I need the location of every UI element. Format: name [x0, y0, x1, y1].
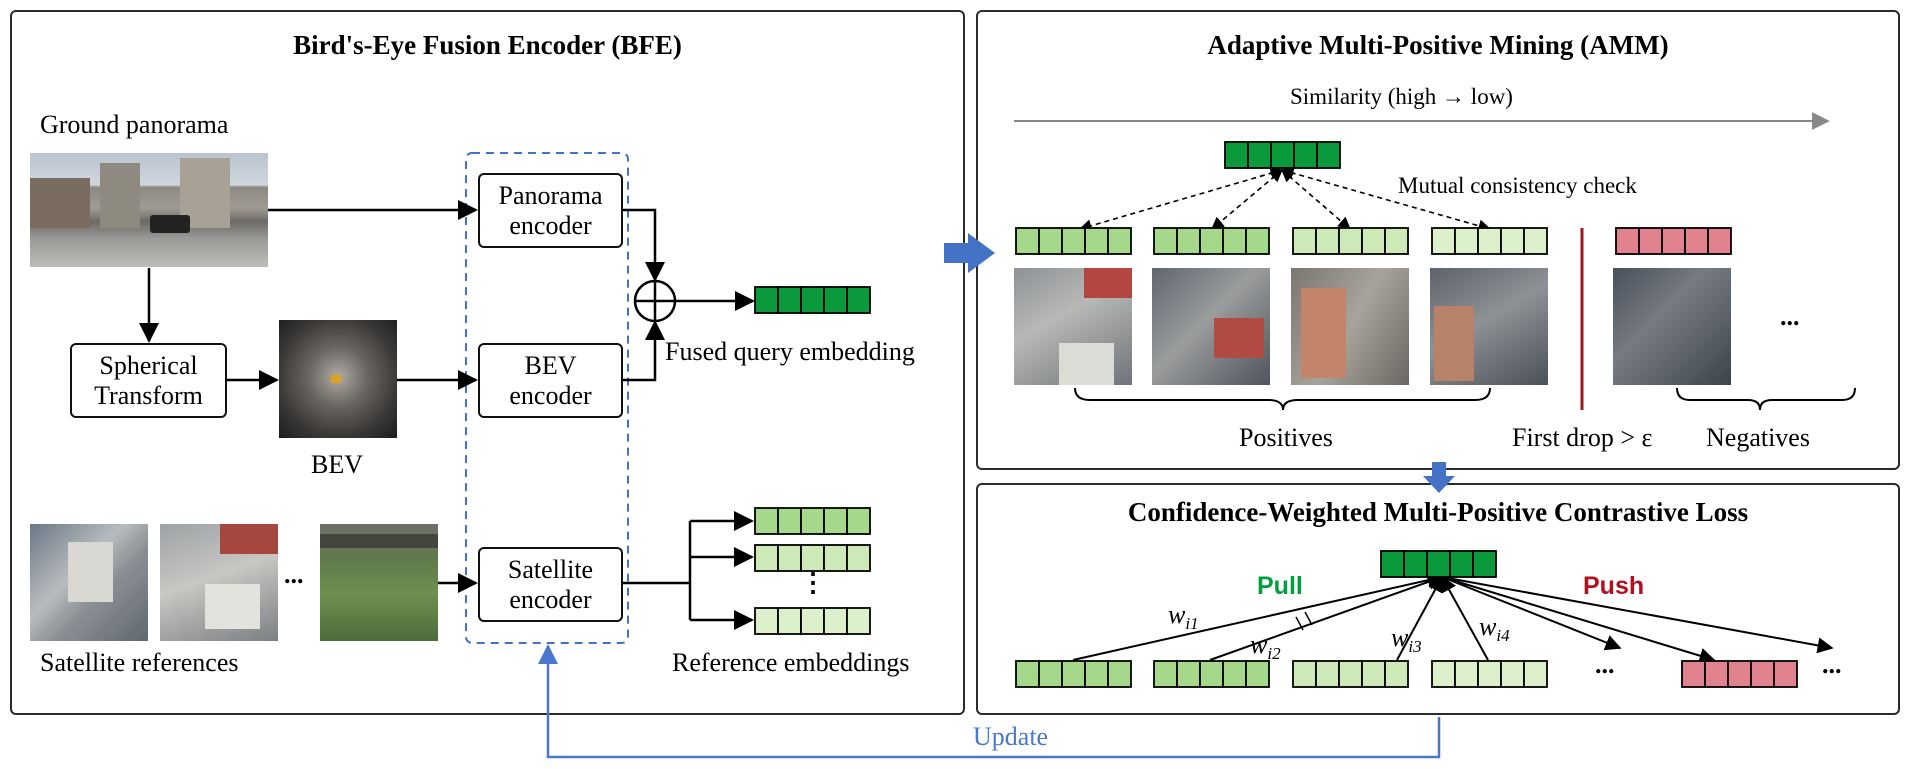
negatives-label: Negatives — [1706, 423, 1810, 452]
mutual-check-label: Mutual consistency check — [1398, 173, 1637, 198]
amm-neg-image — [1613, 268, 1731, 385]
bfe-title: Bird's-Eye Fusion Encoder (BFE) — [293, 30, 682, 60]
spherical-line2: Transform — [94, 380, 203, 410]
satellite-line2: encoder — [509, 584, 592, 614]
weight-w4: wi4 — [1479, 612, 1510, 646]
pull-label: Pull — [1257, 572, 1303, 600]
positives-label: Positives — [1239, 423, 1333, 452]
fused-query-label: Fused query embedding — [665, 337, 915, 366]
amm-sat-image-4 — [1430, 268, 1548, 385]
amm-panel — [976, 10, 1900, 470]
bev-label: BEV — [311, 450, 363, 479]
spherical-line1: Spherical — [99, 350, 198, 380]
bev-enc-line1: BEV — [524, 350, 577, 380]
amm-ellipsis: ... — [1780, 302, 1800, 331]
reference-dots: ⋮ — [800, 568, 826, 597]
loss-ellipsis-2: ... — [1822, 650, 1842, 679]
push-label: Push — [1583, 572, 1645, 600]
amm-sat-image-2 — [1152, 268, 1270, 385]
reference-embeddings-label: Reference embeddings — [672, 648, 910, 677]
ground-panorama-image — [30, 153, 268, 267]
loss-ellipsis-1: ... — [1595, 650, 1615, 679]
weight-w3: wi3 — [1391, 623, 1422, 657]
weight-w1: wi1 — [1168, 600, 1199, 634]
panorama-line1: Panorama — [498, 180, 603, 210]
satellite-references-label: Satellite references — [40, 648, 239, 677]
amm-sat-image-1 — [1014, 268, 1132, 385]
weight-w2: wi2 — [1250, 630, 1281, 664]
first-drop-label: First drop > ε — [1512, 423, 1653, 452]
satellite-ref-image-1 — [30, 524, 148, 641]
similarity-label: Similarity (high → low) — [1290, 84, 1513, 109]
loss-title: Confidence-Weighted Multi-Positive Contr… — [1127, 497, 1749, 527]
satellite-ref-image-2 — [160, 524, 278, 641]
bev-enc-line2: encoder — [509, 380, 592, 410]
amm-title: Adaptive Multi-Positive Mining (AMM) — [1207, 30, 1669, 60]
amm-sat-image-3 — [1291, 268, 1409, 385]
satellite-ellipsis: ... — [284, 560, 304, 589]
panorama-line2: encoder — [509, 210, 592, 240]
bev-image — [279, 320, 397, 438]
satellite-ref-image-3 — [320, 524, 438, 641]
ground-panorama-label: Ground panorama — [40, 110, 229, 139]
satellite-line1: Satellite — [507, 554, 594, 584]
update-label: Update — [973, 722, 1049, 751]
